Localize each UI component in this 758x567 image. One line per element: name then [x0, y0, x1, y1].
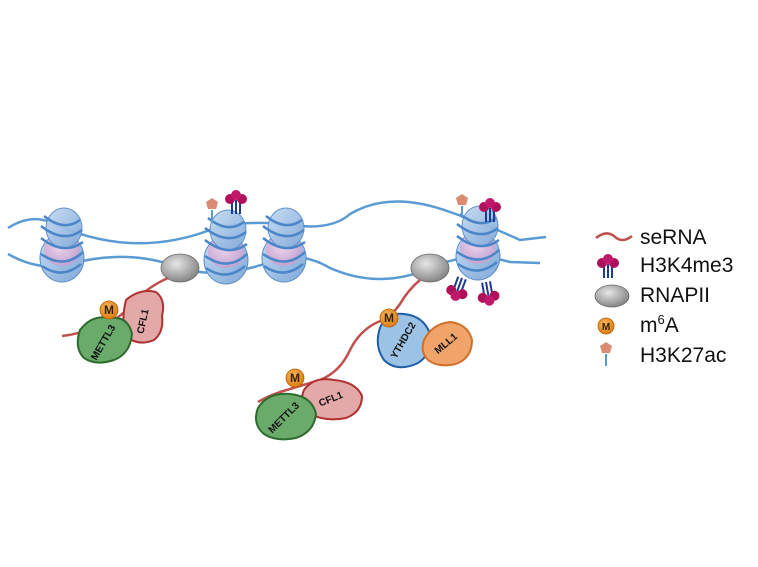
m6a-mark-2	[379, 308, 399, 328]
serna-transcript-2	[257, 279, 421, 404]
complex-reader: YTHDC2 MLL1 M	[376, 308, 474, 369]
legend-m6a-base: m	[640, 314, 658, 337]
m6a-mark-3	[285, 368, 305, 388]
nucleosome-1	[38, 206, 86, 284]
rnapii-2	[410, 253, 450, 283]
legend-serna: seRNA	[640, 226, 707, 249]
legend-m6a: m6A	[640, 312, 679, 337]
cfl1-label-1: CFL1	[136, 308, 152, 335]
legend: seRNA H3K4me3 RNAPII M m6A H3K27ac	[594, 226, 733, 367]
mll1-protein	[421, 320, 474, 367]
legend-rnapii: RNAPII	[640, 284, 710, 307]
legend-h3k4me3: H3K4me3	[640, 254, 733, 277]
nucleosome-3	[260, 206, 308, 284]
m6a-mark-1-label: M	[104, 303, 114, 317]
h3k4me3-mark-4	[474, 279, 503, 309]
m6a-legend-icon-label: M	[602, 322, 610, 333]
m6a-mark-2-label: M	[384, 311, 394, 325]
m6a-mark-1	[99, 300, 119, 320]
legend-h3k27ac: H3K27ac	[640, 344, 726, 367]
rnapii-1	[160, 253, 200, 283]
legend-m6a-sup: 6	[658, 312, 665, 327]
h3k4me3-mark-3	[442, 273, 474, 306]
serna-legend-icon	[595, 232, 633, 242]
m6a-legend-icon	[597, 317, 615, 335]
h3k4me3-legend-icon	[596, 253, 620, 279]
legend-m6a-tail: A	[665, 314, 679, 337]
m6a-mark-3-label: M	[290, 371, 300, 385]
h3k27ac-legend-icon	[599, 341, 613, 367]
complex-lower: CFL1 METTL3 M	[255, 368, 364, 441]
mettl3-protein-2	[255, 392, 318, 441]
complex-upper: CFL1 METTL3 M	[76, 290, 165, 364]
rnapii-legend-icon	[594, 284, 630, 308]
nucleosome-2	[202, 208, 250, 286]
